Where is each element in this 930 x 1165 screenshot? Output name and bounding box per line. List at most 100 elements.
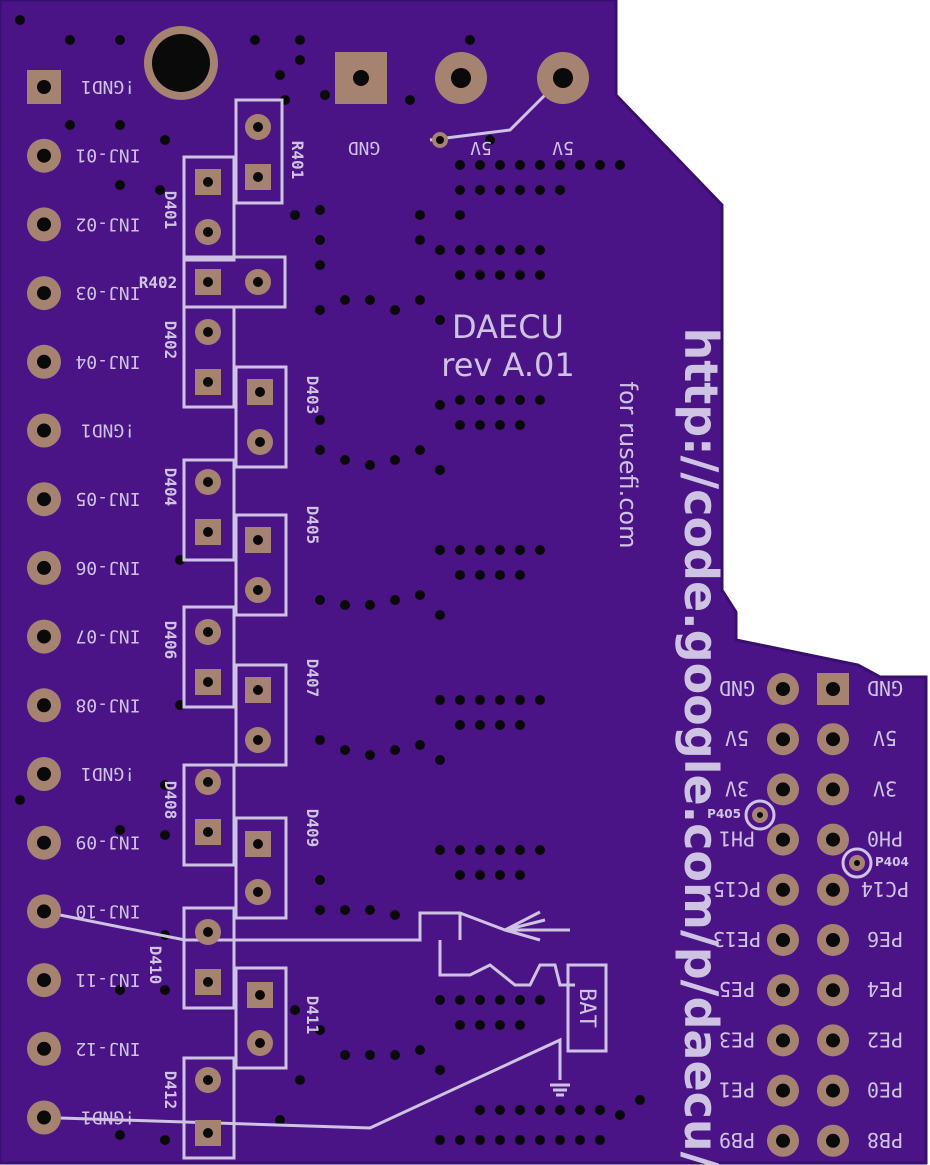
via: [475, 695, 485, 705]
via: [115, 180, 125, 190]
via: [465, 35, 475, 45]
via: [475, 545, 485, 555]
connector-label: INJ-03: [75, 282, 140, 303]
via: [515, 185, 525, 195]
via: [555, 160, 565, 170]
connector-label: INJ-02: [75, 213, 140, 234]
via: [365, 460, 375, 470]
via: [315, 205, 325, 215]
via: [495, 995, 505, 1005]
via: [390, 455, 400, 465]
via: [495, 870, 505, 880]
via: [415, 1045, 425, 1055]
via: [515, 695, 525, 705]
connector-label: !GND1: [81, 1107, 135, 1128]
header-pin: [767, 1074, 799, 1107]
via: [595, 160, 605, 170]
via: [535, 185, 545, 195]
d405-footprint: [234, 513, 288, 617]
via: [295, 1075, 305, 1085]
via: [365, 295, 375, 305]
header-pin-label: PC14: [861, 877, 909, 901]
via: [435, 315, 445, 325]
header-pin-label: PE6: [867, 927, 903, 951]
d401-footprint: [182, 155, 236, 262]
via: [535, 845, 545, 855]
via: [435, 400, 445, 410]
via: [555, 185, 565, 195]
via: [475, 1020, 485, 1030]
via: [495, 1105, 505, 1115]
power-label-gnd: GND: [348, 137, 381, 158]
via: [415, 445, 425, 455]
via: [160, 780, 170, 790]
connector-pad: [27, 757, 61, 791]
via: [495, 420, 505, 430]
via: [515, 1105, 525, 1115]
via: [390, 745, 400, 755]
via: [495, 270, 505, 280]
via: [475, 1105, 485, 1115]
via: [295, 55, 305, 65]
header-pin-label: 3V: [873, 776, 897, 800]
connector-pad: [27, 70, 61, 104]
via: [615, 1110, 625, 1120]
connector-pad: [27, 413, 61, 448]
connector-label: INJ-05: [75, 488, 140, 509]
header-pin: [767, 823, 799, 856]
via: [115, 825, 125, 835]
test-point-p405-label: P405: [707, 807, 741, 821]
via: [495, 1135, 505, 1145]
via: [495, 185, 505, 195]
header-pin: [767, 773, 799, 806]
r402-label: R402: [139, 273, 178, 292]
header-pin-label: PH1: [719, 827, 755, 851]
via: [475, 185, 485, 195]
header-pin-label: PE13: [713, 927, 761, 951]
via: [475, 245, 485, 255]
header-pin-label: PB8: [867, 1128, 903, 1152]
via: [290, 210, 300, 220]
via: [535, 545, 545, 555]
battery-label: BAT: [574, 988, 599, 1028]
via: [315, 875, 325, 885]
via: [455, 695, 465, 705]
via: [515, 1020, 525, 1030]
test-point-p404-label: P404: [875, 855, 909, 869]
via: [615, 160, 625, 170]
via: [535, 1135, 545, 1145]
via: [415, 740, 425, 750]
via: [435, 545, 445, 555]
via: [495, 245, 505, 255]
via: [390, 595, 400, 605]
via: [340, 905, 350, 915]
via: [315, 415, 325, 425]
connector-label: INJ-11: [75, 969, 140, 990]
via: [455, 420, 465, 430]
battery-outline: [566, 963, 608, 1053]
header-pin: [817, 1074, 849, 1107]
d407-label: D407: [303, 659, 322, 698]
via: [455, 160, 465, 170]
via: [475, 995, 485, 1005]
header-pin-label: 5V: [873, 726, 897, 750]
r401-label: R401: [288, 141, 307, 180]
via: [575, 1105, 585, 1115]
header-pin-label: PH0: [867, 827, 903, 851]
via: [595, 1105, 605, 1115]
via: [340, 1050, 350, 1060]
via: [315, 1025, 325, 1035]
via: [475, 395, 485, 405]
via: [475, 1135, 485, 1145]
via: [365, 1050, 375, 1060]
d407-footprint: [234, 663, 288, 767]
via: [535, 160, 545, 170]
via: [415, 235, 425, 245]
via: [595, 1135, 605, 1145]
via: [435, 465, 445, 475]
via: [415, 295, 425, 305]
via: [365, 905, 375, 915]
via: [160, 135, 170, 145]
via: [340, 295, 350, 305]
connector-label: INJ-12: [75, 1038, 140, 1059]
